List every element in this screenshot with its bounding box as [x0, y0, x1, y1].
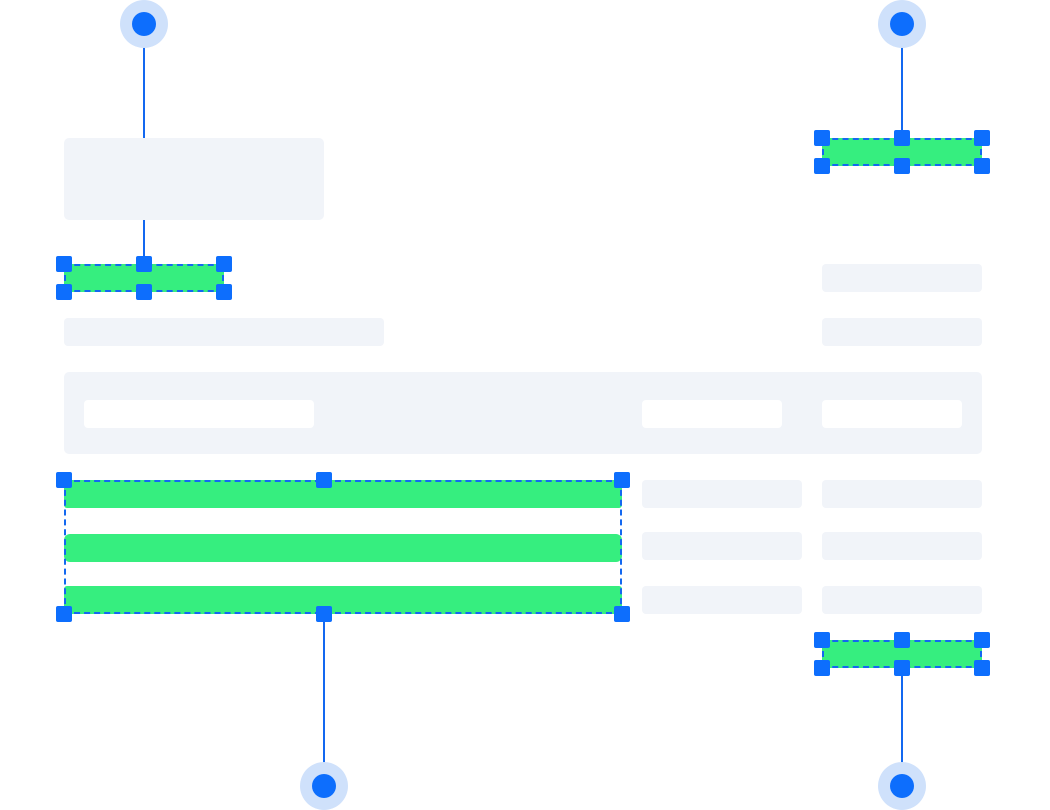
table-cell-qty-row-1	[642, 480, 802, 508]
resize-handle[interactable]	[56, 472, 72, 488]
resize-handle[interactable]	[974, 158, 990, 174]
resize-handle[interactable]	[614, 472, 630, 488]
table-cell-amount-row-1	[822, 480, 982, 508]
extracted-line-item-1[interactable]	[64, 480, 622, 508]
pin-marker-icon[interactable]	[120, 0, 168, 48]
resize-handle[interactable]	[614, 606, 630, 622]
table-header-cell-amount	[822, 400, 962, 428]
logo-placeholder	[64, 138, 324, 220]
resize-handle[interactable]	[56, 284, 72, 300]
table-cell-amount-row-2	[822, 532, 982, 560]
pin-marker-icon[interactable]	[878, 762, 926, 810]
meta-field-placeholder-1	[822, 264, 982, 292]
resize-handle[interactable]	[974, 130, 990, 146]
pin-marker-icon[interactable]	[300, 762, 348, 810]
connector-line-bottom-right	[901, 668, 903, 786]
resize-handle[interactable]	[136, 256, 152, 272]
resize-handle[interactable]	[814, 632, 830, 648]
table-cell-amount-row-3	[822, 586, 982, 614]
resize-handle[interactable]	[56, 256, 72, 272]
resize-handle[interactable]	[56, 606, 72, 622]
extracted-line-item-3[interactable]	[64, 586, 622, 614]
resize-handle[interactable]	[894, 660, 910, 676]
pin-dot	[312, 774, 336, 798]
table-header-cell-description	[84, 400, 314, 428]
table-cell-qty-row-3	[642, 586, 802, 614]
pin-dot	[890, 12, 914, 36]
resize-handle[interactable]	[814, 660, 830, 676]
resize-handle[interactable]	[974, 632, 990, 648]
resize-handle[interactable]	[894, 632, 910, 648]
resize-handle[interactable]	[894, 158, 910, 174]
meta-field-placeholder-2	[822, 318, 982, 346]
connector-line-top-right	[901, 24, 903, 138]
connector-line-bottom-center	[323, 614, 325, 786]
table-header-panel	[64, 372, 982, 454]
resize-handle[interactable]	[814, 158, 830, 174]
pin-marker-icon[interactable]	[878, 0, 926, 48]
resize-handle[interactable]	[316, 606, 332, 622]
resize-handle[interactable]	[974, 660, 990, 676]
pin-dot	[890, 774, 914, 798]
extracted-line-item-2[interactable]	[64, 534, 622, 562]
resize-handle[interactable]	[216, 256, 232, 272]
resize-handle[interactable]	[814, 130, 830, 146]
address-line-placeholder	[64, 318, 384, 346]
table-header-cell-quantity	[642, 400, 782, 428]
resize-handle[interactable]	[894, 130, 910, 146]
resize-handle[interactable]	[216, 284, 232, 300]
pin-dot	[132, 12, 156, 36]
table-cell-qty-row-2	[642, 532, 802, 560]
resize-handle[interactable]	[136, 284, 152, 300]
resize-handle[interactable]	[316, 472, 332, 488]
